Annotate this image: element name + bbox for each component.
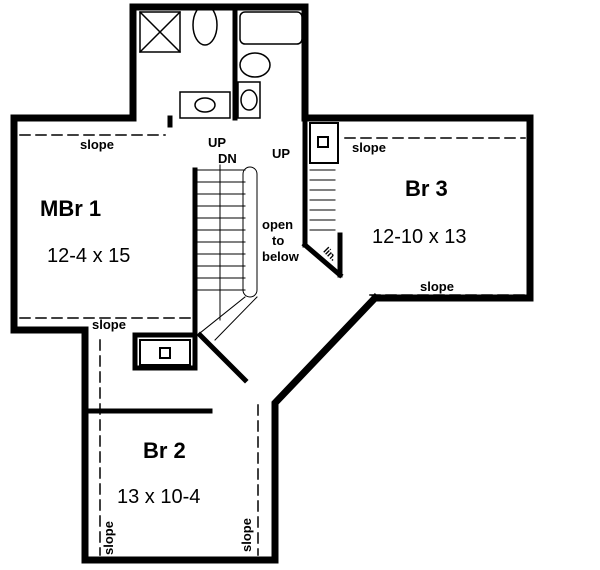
stair-down-label: DN bbox=[218, 151, 237, 166]
closet-shelving bbox=[309, 169, 336, 231]
room-name-mbr1: MBr 1 bbox=[40, 196, 102, 221]
stair-up-label-2: UP bbox=[272, 146, 291, 161]
open-to-below-label-2: to bbox=[272, 233, 285, 248]
bath-fixtures bbox=[138, 4, 303, 119]
room-name-br2: Br 2 bbox=[143, 438, 186, 463]
room-dimensions-mbr1: 12-4 x 15 bbox=[47, 245, 131, 267]
stair-treads bbox=[194, 164, 258, 341]
open-to-below-label-3: below bbox=[262, 249, 299, 264]
slope-label-br3-top: slope bbox=[352, 140, 386, 155]
interior-walls bbox=[85, 4, 344, 414]
stair-up-label: UP bbox=[208, 135, 227, 150]
slope-label-mbr1-top: slope bbox=[80, 137, 114, 152]
slope-label-br2-left: slope bbox=[101, 521, 116, 555]
slope-lines bbox=[19, 134, 526, 556]
slope-label-br2-right: slope bbox=[239, 518, 254, 552]
open-to-below-label-1: open bbox=[262, 217, 294, 232]
slope-label-mbr1-bottom: slope bbox=[92, 317, 126, 332]
room-dimensions-br2: 13 x 10-4 bbox=[117, 486, 201, 508]
exterior-walls bbox=[10, 3, 534, 564]
chimney bbox=[139, 122, 339, 366]
room-name-br3: Br 3 bbox=[405, 176, 448, 201]
room-dimensions-br3: 12-10 x 13 bbox=[372, 226, 467, 248]
slope-label-br3-bottom: slope bbox=[420, 279, 454, 294]
